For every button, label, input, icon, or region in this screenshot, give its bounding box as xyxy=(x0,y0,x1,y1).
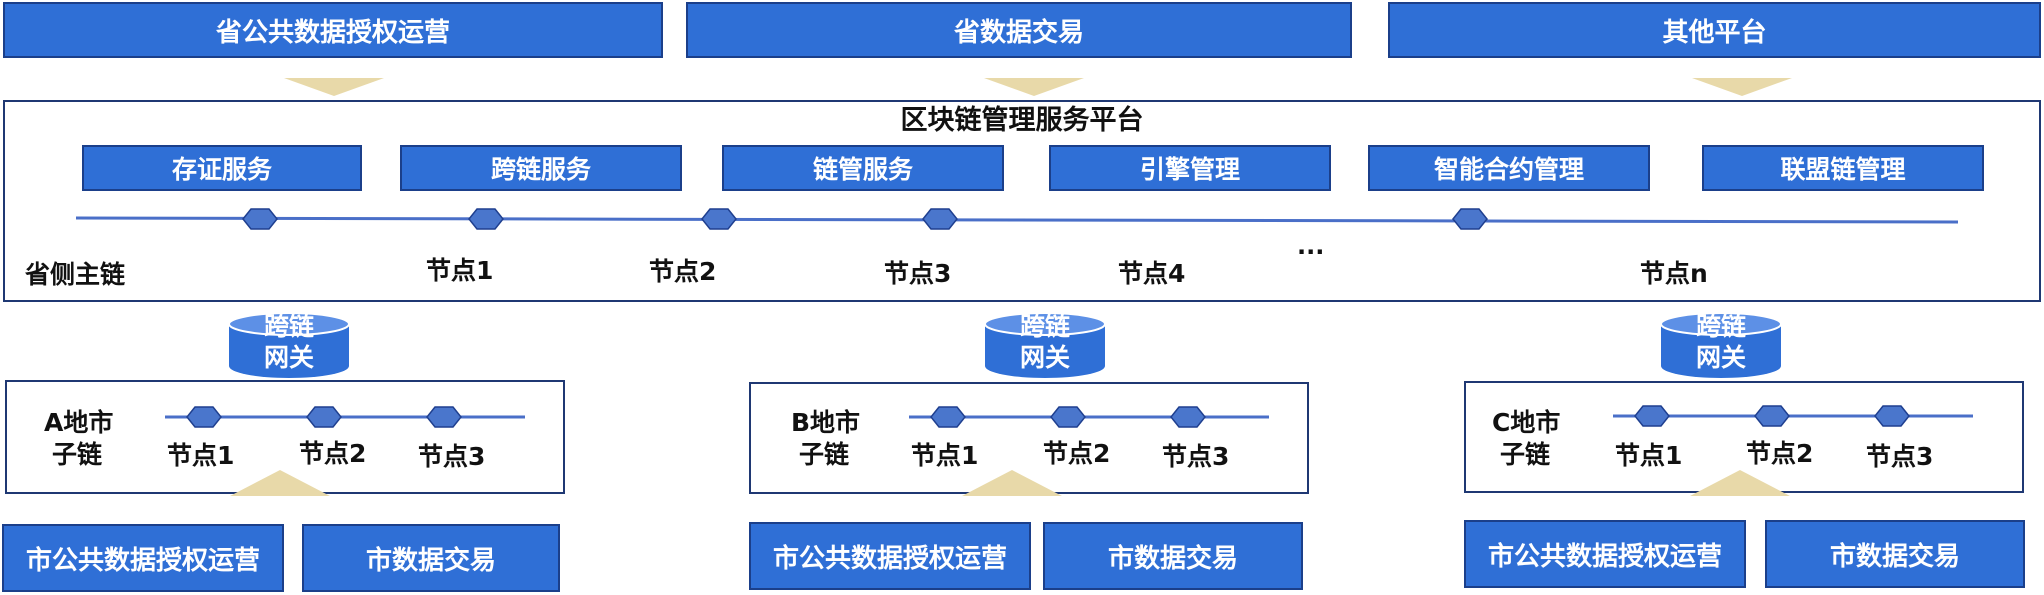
main-node-ellipsis: ... xyxy=(1297,232,1325,260)
service-consortium-chain: 联盟链管理 xyxy=(1702,145,1984,191)
sub-chain-a-label-line2: 子链 xyxy=(52,440,103,469)
gateway-b-line2: 网关 xyxy=(1019,343,1070,372)
main-node-4: 节点4 xyxy=(1118,259,1186,288)
sub-chain-c-node-1: 节点1 xyxy=(1615,441,1683,470)
gateway-a-line1: 跨链 xyxy=(263,312,314,341)
cross-chain-gateway-a-icon xyxy=(228,312,350,378)
sub-chain-a-line xyxy=(165,406,525,428)
platform-title: 区块链管理服务平台 xyxy=(900,105,1144,136)
node-hexagon-icon xyxy=(1170,406,1206,428)
sub-chain-c-node-2: 节点2 xyxy=(1746,439,1814,468)
sub-chain-c-label-line1: C地市 xyxy=(1492,408,1561,437)
top-platform-other: 其他平台 xyxy=(1388,2,2041,58)
service-smart-contract: 智能合约管理 xyxy=(1368,145,1650,191)
service-evidence: 存证服务 xyxy=(82,145,362,191)
sub-chain-b-line xyxy=(909,406,1269,428)
gateway-b-line1: 跨链 xyxy=(1019,312,1070,341)
bottom-b-public-data: 市公共数据授权运营 xyxy=(749,522,1031,590)
node-hexagon-icon xyxy=(1634,405,1670,427)
sub-chain-b-node-3: 节点3 xyxy=(1162,442,1230,471)
service-chain-management: 链管服务 xyxy=(722,145,1004,191)
node-hexagon-icon xyxy=(930,406,966,428)
node-hexagon-icon xyxy=(1874,405,1910,427)
main-chain-line xyxy=(75,208,1959,230)
node-hexagon-icon xyxy=(468,208,504,230)
sub-chain-a-node-1: 节点1 xyxy=(167,441,235,470)
main-chain-label: 省侧主链 xyxy=(25,260,126,289)
bottom-a-public-data: 市公共数据授权运营 xyxy=(2,524,284,592)
sub-chain-a-node-3: 节点3 xyxy=(418,442,486,471)
node-hexagon-icon xyxy=(1452,208,1488,230)
up-arrow-icon xyxy=(1690,470,1790,496)
node-hexagon-icon xyxy=(186,406,222,428)
main-node-2: 节点2 xyxy=(649,257,717,286)
sub-chain-b-label-line1: B地市 xyxy=(791,408,861,437)
top-platform-provincial-public-data: 省公共数据授权运营 xyxy=(3,2,663,58)
node-hexagon-icon xyxy=(1754,405,1790,427)
gateway-c-line2: 网关 xyxy=(1695,343,1746,372)
down-arrow-icon xyxy=(1692,78,1792,96)
down-arrow-icon xyxy=(984,78,1084,96)
main-node-3: 节点3 xyxy=(884,259,952,288)
sub-chain-a-node-2: 节点2 xyxy=(299,439,367,468)
node-hexagon-icon xyxy=(701,208,737,230)
gateway-c-line1: 跨链 xyxy=(1695,312,1746,341)
sub-chain-c-node-3: 节点3 xyxy=(1866,442,1934,471)
bottom-c-data-exchange: 市数据交易 xyxy=(1765,520,2025,588)
sub-chain-b-node-2: 节点2 xyxy=(1043,439,1111,468)
node-hexagon-icon xyxy=(306,406,342,428)
node-hexagon-icon xyxy=(1050,406,1086,428)
service-cross-chain: 跨链服务 xyxy=(400,145,682,191)
cross-chain-gateway-b-icon xyxy=(984,312,1106,378)
bottom-a-data-exchange: 市数据交易 xyxy=(302,524,560,592)
up-arrow-icon xyxy=(962,470,1062,496)
service-engine-management: 引擎管理 xyxy=(1049,145,1331,191)
sub-chain-c-label-line2: 子链 xyxy=(1500,440,1551,469)
down-arrow-icon xyxy=(284,78,384,96)
top-platform-provincial-data-exchange: 省数据交易 xyxy=(686,2,1352,58)
up-arrow-icon xyxy=(230,470,330,496)
sub-chain-b-label-line2: 子链 xyxy=(799,440,850,469)
node-hexagon-icon xyxy=(242,208,278,230)
main-node-n: 节点n xyxy=(1640,259,1708,288)
sub-chain-b-node-1: 节点1 xyxy=(911,441,979,470)
main-chain-connector xyxy=(75,216,1959,224)
node-hexagon-icon xyxy=(426,406,462,428)
sub-chain-c-line xyxy=(1613,405,1973,427)
blockchain-platform-frame xyxy=(3,100,2041,302)
bottom-c-public-data: 市公共数据授权运营 xyxy=(1464,520,1746,588)
main-node-1: 节点1 xyxy=(426,256,494,285)
sub-chain-a-label-line1: A地市 xyxy=(44,408,114,437)
bottom-b-data-exchange: 市数据交易 xyxy=(1043,522,1303,590)
node-hexagon-icon xyxy=(922,208,958,230)
cross-chain-gateway-c-icon xyxy=(1660,312,1782,378)
gateway-a-line2: 网关 xyxy=(263,343,314,372)
